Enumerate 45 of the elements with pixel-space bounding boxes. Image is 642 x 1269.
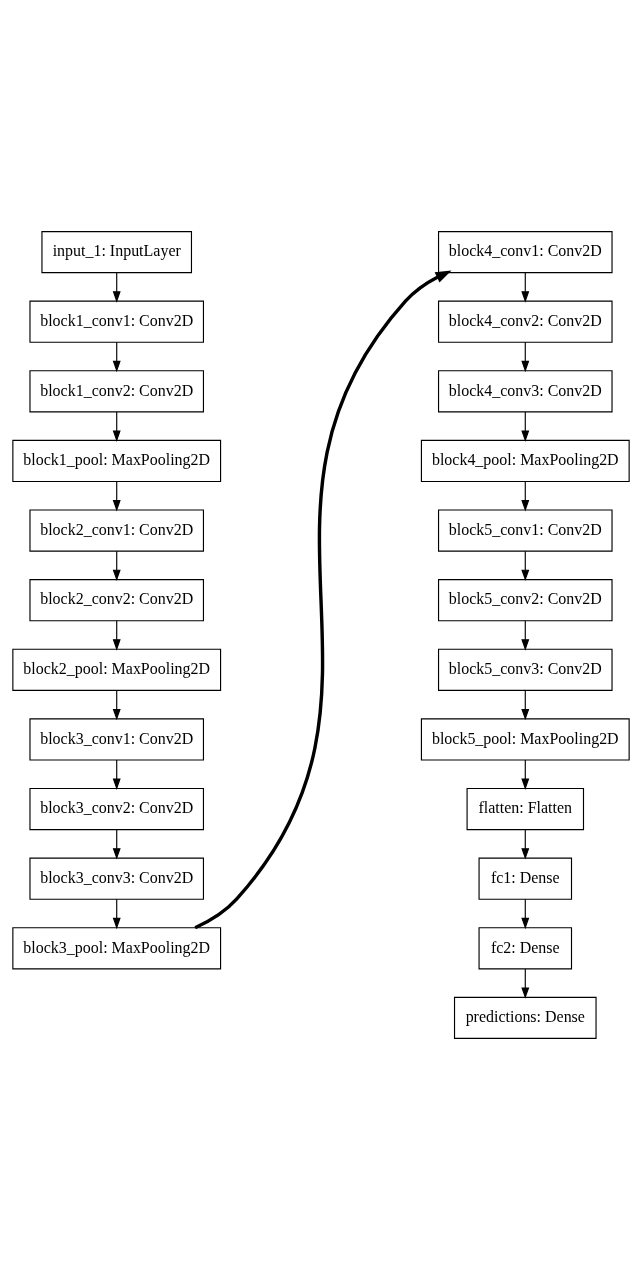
arrow bbox=[112, 689, 121, 720]
arrow bbox=[194, 269, 452, 929]
node-box: block3_conv3: Conv2D bbox=[29, 857, 204, 900]
node-box: block3_conv2: Conv2D bbox=[29, 787, 204, 830]
arrow bbox=[112, 758, 121, 790]
node-box: predictions: Dense bbox=[453, 996, 597, 1039]
node-box: block5_pool: MaxPooling2D bbox=[420, 717, 630, 761]
node-box: block3_conv1: Conv2D bbox=[29, 717, 204, 761]
arrow bbox=[521, 341, 530, 372]
node-box: block1_conv2: Conv2D bbox=[29, 369, 204, 412]
arrow bbox=[112, 619, 121, 651]
node-box: block2_pool: MaxPooling2D bbox=[12, 648, 222, 691]
node-box: block5_conv2: Conv2D bbox=[438, 578, 613, 621]
arrow bbox=[112, 550, 121, 581]
arrow bbox=[112, 341, 121, 372]
node-box: block3_pool: MaxPooling2D bbox=[12, 926, 222, 969]
arrow bbox=[112, 271, 121, 303]
arrow bbox=[521, 898, 530, 929]
node-box: fc2: Dense bbox=[478, 926, 573, 969]
node-box: block5_conv1: Conv2D bbox=[438, 508, 613, 552]
arrow bbox=[521, 758, 530, 790]
arrow bbox=[112, 410, 121, 442]
arrow bbox=[112, 480, 121, 511]
node-box: block4_pool: MaxPooling2D bbox=[420, 439, 630, 482]
arrow bbox=[521, 271, 530, 303]
arrow bbox=[112, 898, 121, 929]
node-box: flatten: Flatten bbox=[466, 787, 585, 830]
arrow bbox=[521, 967, 530, 999]
arrow bbox=[521, 550, 530, 581]
node-box: block2_conv2: Conv2D bbox=[29, 578, 204, 621]
arrow bbox=[112, 828, 121, 860]
node-box: fc1: Dense bbox=[478, 857, 573, 900]
arrow bbox=[521, 410, 530, 442]
node-box: block4_conv2: Conv2D bbox=[438, 300, 613, 343]
node-box: block4_conv1: Conv2D bbox=[438, 230, 613, 273]
arrow bbox=[521, 480, 530, 511]
node-box: input_1: InputLayer bbox=[41, 230, 193, 273]
node-box: block2_conv1: Conv2D bbox=[29, 508, 204, 552]
node-box: block4_conv3: Conv2D bbox=[438, 369, 613, 412]
node-box: block1_conv1: Conv2D bbox=[29, 300, 204, 343]
arrow bbox=[521, 828, 530, 860]
node-box: block1_pool: MaxPooling2D bbox=[12, 439, 222, 482]
node-box: block5_conv3: Conv2D bbox=[438, 648, 613, 691]
arrow bbox=[521, 619, 530, 651]
arrow bbox=[521, 689, 530, 720]
